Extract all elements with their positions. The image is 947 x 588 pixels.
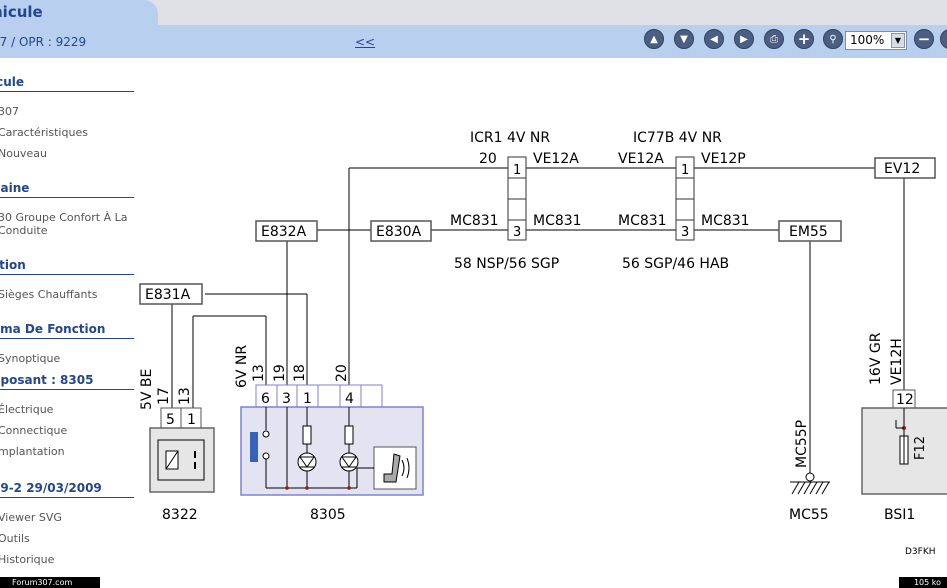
ground-mc55-label: MC55 — [789, 507, 829, 523]
sidebar-item-history[interactable]: Historique — [0, 553, 55, 566]
back-link[interactable]: << — [355, 35, 376, 49]
status-left: Forum307.com — [0, 577, 100, 588]
wire-label: MC831 — [450, 213, 499, 229]
component-8322[interactable] — [149, 407, 215, 493]
fuse-label: F12 — [913, 436, 928, 460]
icr1-pin-bottom: 3 — [513, 225, 521, 240]
wire-18: 18 — [292, 364, 308, 382]
tab-title: hicule — [0, 3, 43, 21]
wire-mc55p: MC55P — [794, 420, 810, 468]
wire-label: MC831 — [618, 213, 667, 229]
chevron-down-icon[interactable]: ▼ — [891, 33, 905, 48]
wire-ve12h: VE12H — [889, 338, 905, 385]
wire-label: VE12A — [618, 151, 664, 167]
pin-label: 3 — [282, 391, 291, 407]
splice-e832a — [255, 220, 318, 242]
arrow-up-icon[interactable]: ▲ — [644, 29, 664, 49]
sidebar-section-function: ction — [0, 258, 134, 275]
minus-icon[interactable]: − — [914, 29, 934, 49]
sidebar-item-location[interactable]: mplantation — [0, 445, 65, 458]
sidebar-item-group[interactable]: 30 Groupe Confort À La — [0, 211, 128, 224]
arrow-left-icon[interactable]: ◀ — [704, 29, 724, 49]
pin-label: 5 — [166, 412, 175, 428]
wire-20: 20 — [334, 364, 350, 382]
pin-label: 1 — [303, 391, 312, 407]
sidebar-item-electrical[interactable]: Électrique — [0, 403, 54, 416]
splice-e830a-label: E830A — [376, 224, 422, 240]
icr1-pin-top: 1 — [513, 163, 521, 178]
ic77b-pin-top: 1 — [681, 163, 689, 178]
arrow-down-icon[interactable]: ▼ — [674, 29, 694, 49]
diagram-ref: D3FKH — [905, 547, 936, 557]
connector-ic77b-label: IC77B 4V NR — [633, 130, 722, 146]
wire-16v-gr: 16V GR — [868, 332, 884, 385]
wire-label: VE12P — [701, 151, 746, 167]
splice-em55-label: EM55 — [789, 224, 828, 240]
sidebar-item-connectors[interactable]: Connectique — [0, 424, 68, 437]
sidebar-section-domain: naine — [0, 181, 134, 198]
zoom-select[interactable]: 100% ▼ — [845, 31, 907, 50]
wiring-diagram[interactable]: ICR1 4V NR IC77B 4V NR 1 3 1 3 20 VE12A … — [0, 58, 947, 577]
wire-6v-nr: 6V NR — [234, 345, 250, 388]
pin-label: 4 — [345, 391, 354, 407]
sidebar-section-vehicle: icule — [0, 75, 134, 92]
sidebar-item-group-cont[interactable]: Conduite — [0, 224, 48, 237]
sidebar-section-component: nposant : 8305 — [0, 373, 134, 390]
breadcrumb: 07 / OPR : 9229 — [0, 35, 87, 49]
connector-icr1-sub: 58 NSP/56 SGP — [454, 256, 559, 272]
splice-e831a — [139, 283, 203, 305]
wire-13a: 13 — [177, 387, 193, 405]
sidebar: icule 307 Caractéristiques Nouveau naine… — [0, 58, 135, 588]
connector-ic77b-sub: 56 SGP/46 HAB — [622, 256, 729, 272]
splice-ev12-label: EV12 — [884, 161, 920, 177]
splice-e830a — [370, 220, 432, 242]
print-icon[interactable]: ⎙ — [764, 29, 784, 49]
sidebar-item-heated-seats[interactable]: Sièges Chauffants — [0, 288, 98, 301]
wire-label: VE12A — [533, 151, 579, 167]
wire-label: 20 — [479, 151, 497, 167]
connector-icr1-label: ICR1 4V NR — [470, 130, 550, 146]
ic77b-pin-bottom: 3 — [681, 225, 689, 240]
wire-19: 19 — [272, 364, 288, 382]
splice-e832a-label: E832A — [261, 224, 307, 240]
vehicle-tab[interactable]: hicule — [0, 0, 158, 25]
ground-mc55[interactable] — [790, 472, 830, 495]
component-8305[interactable] — [240, 384, 424, 496]
status-bar: Forum307.com 105 ko — [0, 577, 947, 588]
wire-5v-be: 5V BE — [139, 369, 155, 410]
wire-13b: 13 — [251, 364, 267, 382]
splice-e831a-label: E831A — [145, 287, 191, 303]
arrow-right-icon[interactable]: ▶ — [734, 29, 754, 49]
sidebar-section-schema: éma De Fonction — [0, 322, 134, 339]
component-bsi1[interactable] — [861, 389, 947, 495]
sidebar-item-307[interactable]: 307 — [0, 105, 19, 118]
component-8305-label: 8305 — [310, 507, 346, 523]
sidebar-item-viewer-svg[interactable]: Viewer SVG — [0, 511, 62, 524]
plus-icon[interactable]: + — [794, 29, 814, 49]
wire-label: MC831 — [533, 213, 582, 229]
component-8322-label: 8322 — [162, 507, 198, 523]
splice-ev12 — [874, 157, 936, 179]
sidebar-item-new[interactable]: Nouveau — [0, 147, 47, 160]
breadcrumb-bar: 07 / OPR : 9229 << — [0, 25, 947, 58]
sidebar-item-synoptic[interactable]: Synoptique — [0, 352, 61, 365]
zoom-value: 100% — [850, 33, 885, 47]
pin-label: 6 — [261, 391, 270, 407]
top-bar: hicule — [0, 0, 947, 25]
sidebar-item-tools[interactable]: Outils — [0, 532, 30, 545]
wire-17: 17 — [156, 387, 172, 405]
status-right: 105 ko — [899, 577, 947, 588]
sidebar-item-characteristics[interactable]: Caractéristiques — [0, 126, 88, 139]
component-bsi1-label: BSI1 — [884, 507, 915, 523]
pin-label: 12 — [896, 392, 914, 408]
pin-label: 1 — [187, 412, 196, 428]
wire-label: MC831 — [701, 213, 750, 229]
splice-em55 — [778, 220, 842, 242]
zoom-icon[interactable]: ⚲ — [823, 29, 843, 49]
sidebar-section-date: 09-2 29/03/2009 — [0, 481, 134, 498]
